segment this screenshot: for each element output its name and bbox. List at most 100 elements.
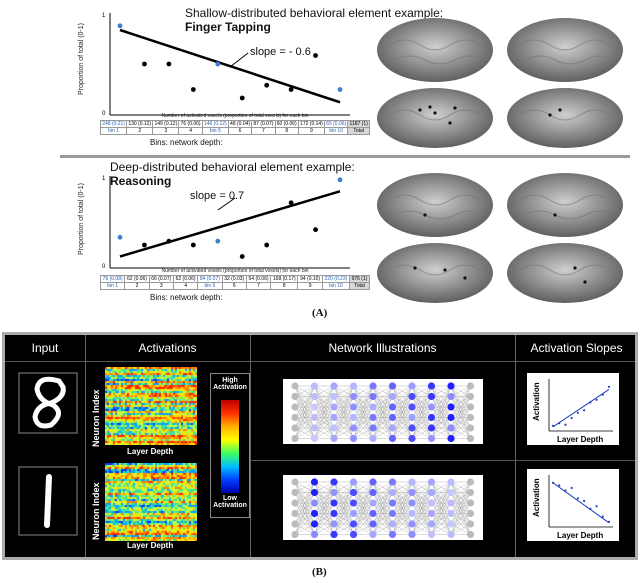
network-edge — [314, 385, 335, 418]
network-edge — [294, 481, 315, 493]
network-node — [330, 424, 338, 432]
network-edge — [411, 481, 432, 535]
data-point — [239, 254, 245, 259]
network-edge — [392, 481, 413, 504]
network-edge — [353, 406, 374, 439]
bin-label: 9 — [297, 127, 326, 135]
table-cell: 1187 (1) — [347, 120, 370, 128]
network-node — [330, 434, 338, 443]
network-node — [369, 478, 377, 486]
top-table-caption: Number of activated voxels (proportion o… — [161, 113, 309, 119]
y-tick-label: 0 — [102, 111, 106, 117]
bottom-title: Deep-distributed behavioral element exam… — [110, 160, 355, 188]
slope-ylabel: Activation — [532, 382, 541, 421]
data-point — [215, 61, 221, 67]
network-edge — [431, 385, 452, 397]
slope-arrow — [229, 52, 249, 68]
brain-images-bottom — [377, 173, 623, 303]
network-node — [408, 520, 416, 528]
network-edge — [294, 427, 315, 439]
network-edge — [294, 385, 315, 418]
network-edge — [333, 481, 354, 535]
network-node — [388, 520, 397, 528]
activation-heatmap-2 — [105, 463, 197, 541]
network-node — [369, 424, 377, 432]
data-point — [551, 481, 555, 484]
bin-label: 9 — [297, 282, 323, 290]
network-node — [408, 434, 416, 443]
network-node — [427, 509, 436, 518]
network-node — [369, 382, 377, 390]
header-divider — [5, 361, 635, 362]
network-edge — [411, 481, 432, 525]
data-point — [264, 242, 270, 248]
data-point — [239, 95, 245, 101]
network-edge — [314, 385, 335, 429]
network-node — [349, 382, 358, 390]
network-edge — [411, 492, 432, 535]
network-edge — [372, 481, 393, 525]
network-node — [330, 488, 338, 497]
neuron-index-label-1: Neuron Index — [91, 389, 101, 447]
data-point — [564, 423, 567, 426]
neuron-index-label-2: Neuron Index — [91, 482, 101, 540]
section-divider — [60, 155, 630, 158]
divider — [85, 335, 86, 557]
network-node — [369, 413, 377, 422]
network-edge — [294, 385, 315, 429]
data-point — [142, 242, 147, 248]
network-edge — [392, 481, 413, 535]
network-edge — [431, 385, 452, 408]
network-node — [310, 478, 319, 486]
network-node — [330, 382, 338, 390]
network-edge — [372, 513, 393, 535]
network-node — [427, 413, 436, 422]
network-edge — [450, 481, 471, 493]
network-node — [408, 403, 416, 411]
network-edge — [392, 492, 413, 535]
network-node — [408, 382, 416, 390]
network-edge — [314, 481, 335, 493]
bottom-slope-label: slope = 0.7 — [190, 190, 245, 202]
table-cell: 248 (0.21) — [99, 120, 128, 128]
network-edge — [333, 385, 354, 429]
network-node — [291, 403, 299, 411]
network-edge — [392, 481, 413, 525]
network-node — [330, 499, 338, 507]
network-edge — [411, 481, 432, 504]
network-edge — [333, 502, 354, 535]
network-edge — [411, 385, 432, 429]
network-illustration-2 — [283, 475, 483, 540]
network-node — [349, 424, 358, 432]
network-edge — [294, 385, 315, 397]
network-node — [466, 434, 475, 443]
network-node — [388, 530, 397, 539]
network-edge — [372, 385, 393, 418]
bin-label: bin 5 — [201, 127, 229, 135]
network-node — [466, 520, 475, 528]
network-node — [330, 403, 338, 411]
network-edge — [314, 385, 335, 397]
network-edge — [314, 396, 335, 439]
reasoning-chart: 10 — [102, 176, 350, 270]
y-tick-label: 1 — [102, 13, 106, 19]
data-point — [589, 401, 592, 404]
network-edge — [392, 427, 413, 439]
slope-ylabel: Activation — [532, 478, 541, 517]
network-node — [310, 499, 319, 507]
data-point — [564, 489, 567, 492]
data-point — [313, 53, 318, 58]
figure-label-a: (A) — [312, 307, 328, 319]
data-point — [166, 61, 172, 67]
network-edge — [314, 481, 335, 514]
network-edge — [372, 396, 393, 439]
network-node — [466, 403, 475, 411]
network-edge — [314, 417, 335, 439]
network-edge — [450, 427, 471, 439]
network-node — [349, 530, 358, 539]
row-divider — [250, 460, 635, 461]
network-node — [388, 403, 397, 411]
data-point — [117, 234, 123, 240]
network-node — [349, 499, 358, 507]
activation-heatmap-1 — [105, 367, 197, 445]
